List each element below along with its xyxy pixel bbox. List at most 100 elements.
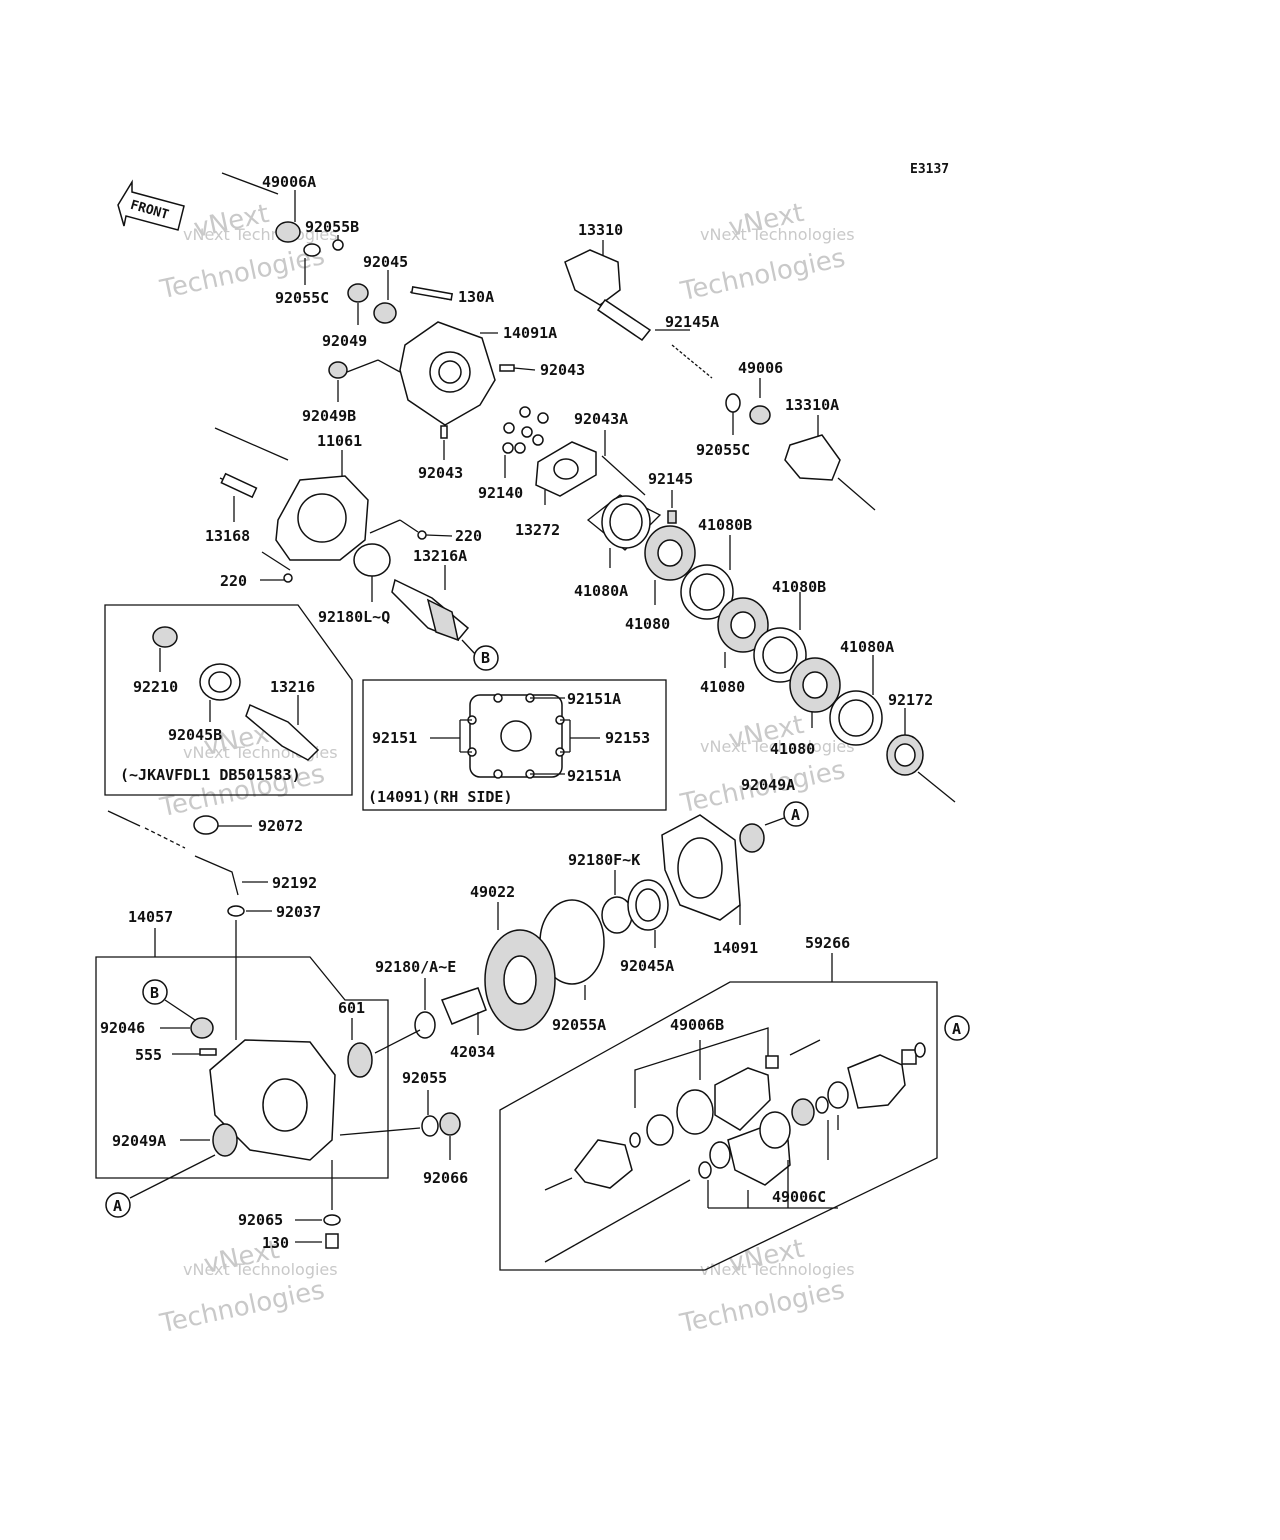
part-label: 92210 xyxy=(133,678,178,696)
lower-left-cluster: 14057 B 92046 555 601 92049A A 92055 920… xyxy=(95,908,468,1252)
part-label: 92043 xyxy=(418,464,463,482)
part-label: 92153 xyxy=(605,729,650,747)
part-label: 220 xyxy=(220,572,247,590)
part-label: 601 xyxy=(338,999,365,1017)
inset-right-box: 92151A 92151 92153 92151A (14091)(RH SID… xyxy=(362,679,667,811)
part-label: 92046 xyxy=(100,1019,145,1037)
part-label: 41080A xyxy=(574,582,628,600)
part-label: 92043 xyxy=(540,361,585,379)
part-label: 92043A xyxy=(574,410,628,428)
part-label: 41080 xyxy=(625,615,670,633)
part-label: 130A xyxy=(458,288,494,306)
part-label: 92049 xyxy=(322,332,367,350)
inset-left-box: 92210 92045B 13216 (~JKAVFDL1 DB501583) xyxy=(104,604,353,796)
seal-49006A xyxy=(275,221,301,243)
diagram-code: E3137 xyxy=(910,162,949,177)
part-label: 92065 xyxy=(238,1211,283,1229)
part-label: 42034 xyxy=(450,1043,495,1061)
callout-letter: A xyxy=(952,1020,961,1038)
part-label: 92055C xyxy=(275,289,329,307)
part-label: 49022 xyxy=(470,883,515,901)
part-label: 220 xyxy=(455,527,482,545)
part-label: 13310 xyxy=(578,221,623,239)
front-arrow-icon: FRONT xyxy=(117,172,279,231)
callout-letter: B xyxy=(481,649,490,667)
watermark-text: Technologies xyxy=(157,1275,328,1339)
part-label: 14091 xyxy=(713,939,758,957)
left-cover-cluster: 49006A 92055B 92055C 92049 92045 130A 14… xyxy=(205,173,585,671)
upper-right-cluster: 13310 92145A 49006 92055C 13310A 92043A … xyxy=(478,221,956,803)
part-label: 13272 xyxy=(515,521,560,539)
part-label: 49006 xyxy=(738,359,783,377)
callout-a xyxy=(105,1192,131,1218)
part-label: 92049A xyxy=(112,1132,166,1150)
part-label: 13216A xyxy=(413,547,467,565)
part-label: 92055 xyxy=(402,1069,447,1087)
part-label: 92045A xyxy=(620,957,674,975)
inset-note: (~JKAVFDL1 DB501583) xyxy=(120,766,301,784)
callout-letter: A xyxy=(113,1197,122,1215)
part-label: 92151A xyxy=(567,690,621,708)
part-label: 92066 xyxy=(423,1169,468,1187)
part-label: 92049A xyxy=(741,776,795,794)
part-label: 14091A xyxy=(503,324,557,342)
part-label: 41080 xyxy=(770,740,815,758)
part-label: 92045 xyxy=(363,253,408,271)
part-label: 92145 xyxy=(648,470,693,488)
part-label: 92151A xyxy=(567,767,621,785)
part-label: 41080A xyxy=(840,638,894,656)
part-label: 92045B xyxy=(168,726,222,744)
part-label: 92172 xyxy=(888,691,933,709)
part-label: 13310A xyxy=(785,396,839,414)
part-label: 41080 xyxy=(700,678,745,696)
part-label: 92180F~K xyxy=(568,851,640,869)
callout-letter: A xyxy=(791,806,800,824)
part-label: 92072 xyxy=(258,817,303,835)
part-label: 49006A xyxy=(262,173,316,191)
part-label: 92140 xyxy=(478,484,523,502)
boot-49006B xyxy=(714,1067,771,1131)
watermark-text: vNext Technologies xyxy=(700,1260,855,1279)
inset-note: (14091)(RH SIDE) xyxy=(368,788,513,806)
watermark-text: vNext Technologies xyxy=(700,737,855,756)
pinion-13216 xyxy=(245,703,320,761)
middle-cluster: 92072 92192 92037 92049A A 14091 92180F~… xyxy=(107,776,809,1061)
part-label: 92055C xyxy=(696,441,750,459)
part-label: 13216 xyxy=(270,678,315,696)
part-label: 130 xyxy=(262,1234,289,1252)
part-label: 92180/A~E xyxy=(375,958,456,976)
part-label: 41080B xyxy=(772,578,826,596)
part-label: 92151 xyxy=(372,729,417,747)
part-label: 14057 xyxy=(128,908,173,926)
callout-a xyxy=(944,1015,970,1041)
joint-13310A xyxy=(784,434,841,481)
part-label: 41080B xyxy=(698,516,752,534)
bearing-cage xyxy=(646,1114,674,1146)
watermark-text: vNext Technologies xyxy=(700,225,855,244)
part-label: 92049B xyxy=(302,407,356,425)
inner-joint xyxy=(847,1054,906,1109)
watermark-text: Technologies xyxy=(677,243,848,307)
callout-a xyxy=(783,801,809,827)
callout-b xyxy=(142,979,168,1005)
part-label: 59266 xyxy=(805,934,850,952)
outer-joint xyxy=(574,1139,633,1189)
part-label: 92145A xyxy=(665,313,719,331)
part-label: 92055B xyxy=(305,218,359,236)
callout-letter: B xyxy=(150,984,159,1002)
joint-13310 xyxy=(564,249,621,306)
part-label: 92037 xyxy=(276,903,321,921)
watermark-text: vNext Technologies xyxy=(183,1260,338,1279)
part-label: 49006C xyxy=(772,1188,826,1206)
callout-b xyxy=(473,645,499,671)
part-label: 49006B xyxy=(670,1016,724,1034)
drive-shaft-cluster: 59266 A 49006B 49006C xyxy=(499,934,970,1271)
sleeve-42034 xyxy=(440,987,487,1025)
watermark-text: Technologies xyxy=(677,1275,848,1339)
part-label: 92055A xyxy=(552,1016,606,1034)
part-label: 13168 xyxy=(205,527,250,545)
part-label: 11061 xyxy=(317,432,362,450)
part-label: 555 xyxy=(135,1046,162,1064)
